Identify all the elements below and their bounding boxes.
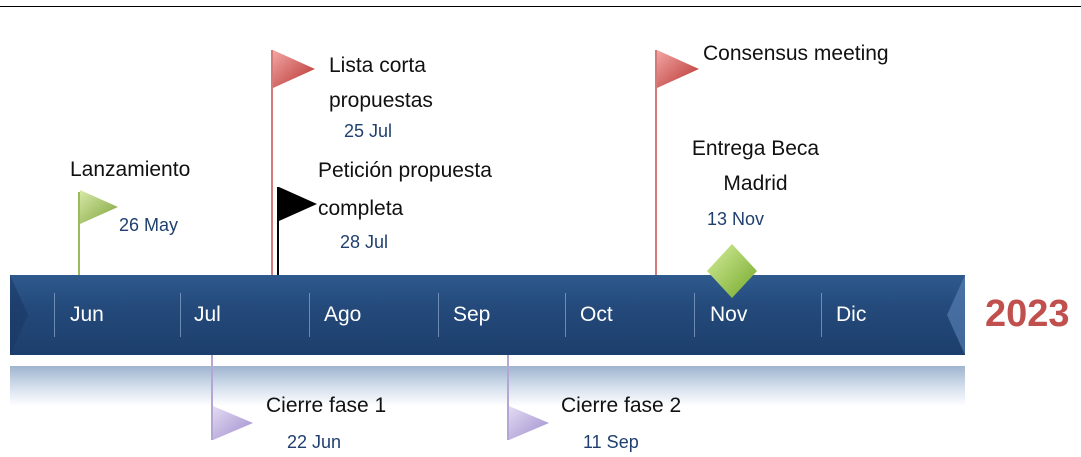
month-separator	[309, 293, 310, 337]
month-dic: Dic	[836, 303, 867, 326]
timeline-bar-right-cap	[947, 275, 965, 355]
month-separator	[180, 293, 181, 337]
milestone-pole	[78, 192, 80, 275]
milestone-date-entrega: 13 Nov	[707, 209, 765, 229]
milestone-label-cierre-fase-2: Cierre fase 2	[561, 394, 682, 417]
month-separator	[694, 293, 695, 337]
milestone-pole	[507, 355, 509, 440]
timeline-bar	[10, 275, 965, 355]
month-jul: Jul	[194, 303, 221, 326]
purple-flag-icon	[509, 406, 549, 440]
black-flag-icon	[279, 187, 317, 221]
milestone-label-lista-corta-line2: propuestas	[329, 89, 433, 112]
month-nov: Nov	[710, 303, 748, 326]
milestone-label-peticion-line2: completa	[318, 197, 404, 220]
milestone-date-cierre-fase-2: 11 Sep	[583, 432, 639, 452]
red-flag-icon	[273, 50, 315, 88]
green-flag-icon	[80, 190, 118, 224]
milestone-label-lista-corta-line1: Lista corta	[329, 54, 426, 77]
milestone-pole	[277, 187, 279, 275]
milestone-date-peticion: 28 Jul	[340, 232, 389, 252]
purple-flag-icon	[213, 406, 253, 440]
milestone-date-lanzamiento: 26 May	[119, 215, 179, 235]
month-separator	[565, 293, 566, 337]
year-label: 2023	[985, 293, 1070, 335]
milestone-label-entrega-line1: Entrega Beca	[691, 137, 820, 160]
milestone-pole	[655, 50, 657, 275]
month-jun: Jun	[70, 303, 104, 326]
timeline-reflection	[10, 366, 965, 406]
month-oct: Oct	[580, 303, 613, 326]
milestone-label-peticion-line1: Petición propuesta	[318, 159, 492, 182]
milestone-label-consensus: Consensus meeting	[703, 42, 889, 65]
month-ago: Ago	[324, 303, 362, 326]
milestone-date-cierre-fase-1: 22 Jun	[287, 432, 342, 452]
month-separator	[438, 293, 439, 337]
red-flag-icon	[657, 50, 699, 88]
milestone-label-cierre-fase-1: Cierre fase 1	[266, 394, 387, 417]
month-sep: Sep	[453, 303, 491, 326]
milestone-label-entrega-line2: Madrid	[723, 172, 788, 195]
milestone-pole	[271, 50, 273, 275]
milestone-pole	[211, 355, 213, 440]
timeline-bar-left-cap	[10, 275, 28, 355]
month-separator	[54, 293, 55, 337]
top-rule	[0, 6, 1081, 7]
month-separator	[821, 293, 822, 337]
milestone-label-lanzamiento: Lanzamiento	[70, 158, 191, 181]
diamond-milestone-icon	[707, 244, 757, 298]
milestone-date-lista-corta: 25 Jul	[344, 121, 393, 141]
